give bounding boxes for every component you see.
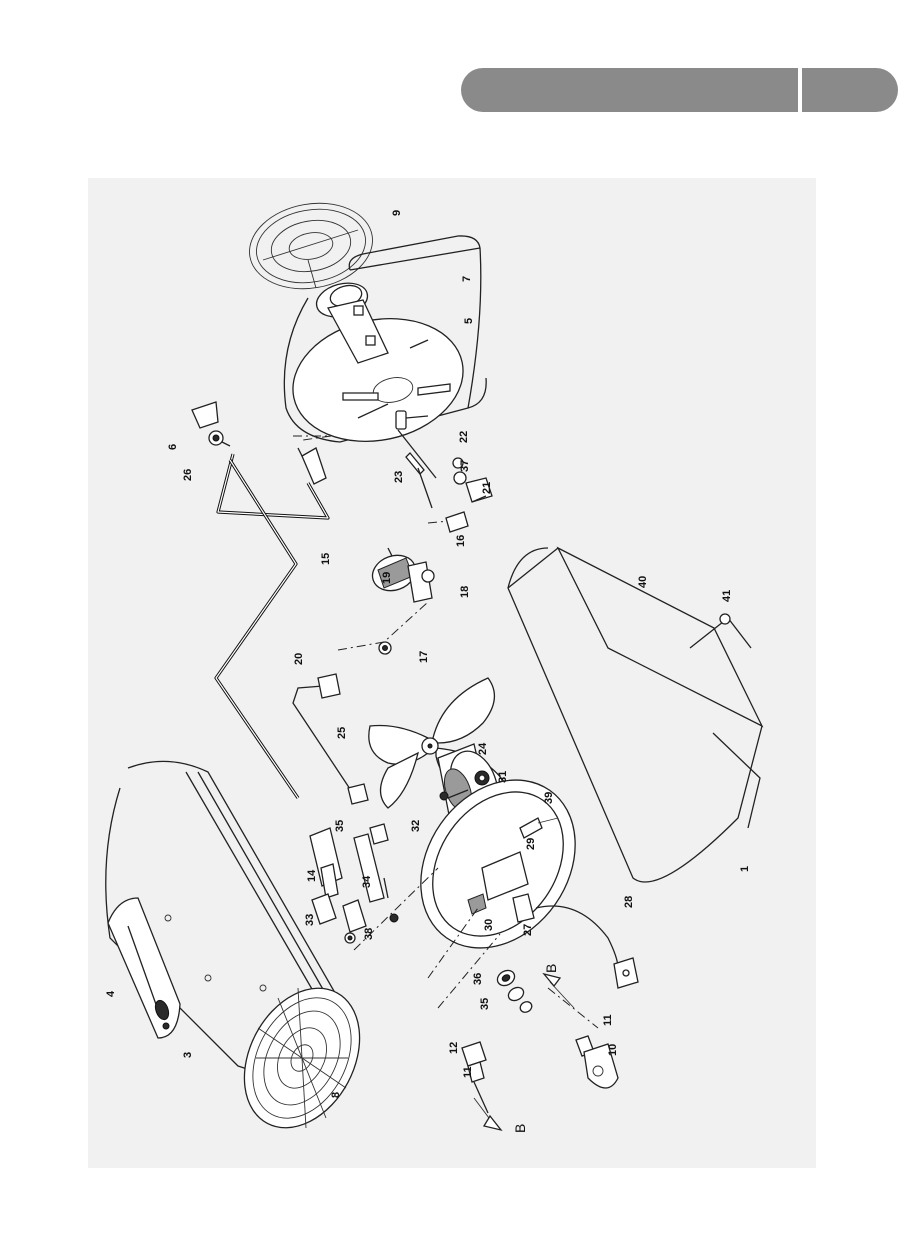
lower-fittings [461, 1035, 619, 1114]
burner-head [315, 282, 389, 364]
callout-38: 38 [363, 928, 375, 940]
callout-27: 27 [522, 924, 534, 936]
ignition-bracket [191, 401, 231, 447]
callout-14: 14 [306, 869, 318, 882]
callout-39: 39 [543, 792, 555, 804]
arrow-label-b-upper: B [543, 964, 559, 973]
section-header-bar [461, 68, 898, 112]
arrow-label-b-lower: B [512, 1124, 528, 1133]
fuel-pump-assembly [337, 511, 469, 655]
callout-1: 1 [739, 866, 751, 872]
callout-19: 19 [381, 572, 393, 584]
diagram-canvas: 9 7 5 6 26 23 22 37 21 15 16 19 18 17 20… [105, 202, 764, 1133]
callout-16: 16 [455, 535, 467, 547]
wiring-harness [214, 435, 332, 799]
electrode-assembly [395, 410, 493, 509]
callout-32: 32 [410, 820, 422, 832]
connector-lines [353, 867, 599, 1029]
flow-arrow-lower [473, 1097, 503, 1132]
callout-11-right: 11 [602, 1014, 614, 1026]
callout-5: 5 [463, 318, 475, 324]
callout-8: 8 [330, 1092, 342, 1098]
callout-9: 9 [391, 210, 403, 216]
callout-15: 15 [320, 553, 332, 565]
flow-arrow-upper [542, 972, 575, 1009]
callout-26: 26 [182, 469, 194, 481]
callout-23: 23 [393, 471, 405, 483]
callout-41: 41 [721, 590, 733, 602]
callout-10: 10 [607, 1044, 619, 1056]
callout-4: 4 [105, 990, 117, 997]
callout-21: 21 [481, 482, 493, 494]
callout-36: 36 [472, 973, 484, 985]
callout-35-upper: 35 [334, 820, 346, 832]
callout-17: 17 [418, 651, 430, 663]
callout-22: 22 [458, 431, 470, 443]
callout-34: 34 [361, 875, 373, 888]
callout-33: 33 [304, 914, 316, 926]
callout-3: 3 [182, 1052, 194, 1058]
callout-6: 6 [167, 444, 179, 450]
callout-18: 18 [459, 586, 471, 598]
page-number-tab [802, 68, 898, 112]
callout-12: 12 [448, 1042, 460, 1054]
exploded-parts-diagram: 9 7 5 6 26 23 22 37 21 15 16 19 18 17 20… [88, 178, 816, 1168]
combustion-chamber [283, 235, 487, 443]
callout-30: 30 [483, 919, 495, 931]
callout-28: 28 [623, 896, 635, 908]
carry-handle [107, 897, 181, 1039]
front-guard [243, 987, 361, 1129]
rear-guard [249, 202, 373, 290]
callout-7: 7 [461, 276, 473, 282]
callout-20: 20 [293, 653, 305, 665]
callout-37: 37 [459, 460, 471, 472]
callout-24: 24 [477, 742, 489, 755]
callout-31: 31 [497, 771, 509, 783]
control-bracket [467, 817, 639, 989]
fuel-fittings [309, 823, 533, 1013]
callout-35-lower: 35 [479, 998, 491, 1010]
callout-25: 25 [336, 727, 348, 739]
fuel-line [292, 673, 369, 805]
callout-29: 29 [525, 838, 537, 850]
section-title-tab [461, 68, 798, 112]
callout-11-left: 11 [462, 1066, 474, 1078]
fuel-tank [507, 546, 764, 883]
callout-40: 40 [637, 576, 649, 588]
